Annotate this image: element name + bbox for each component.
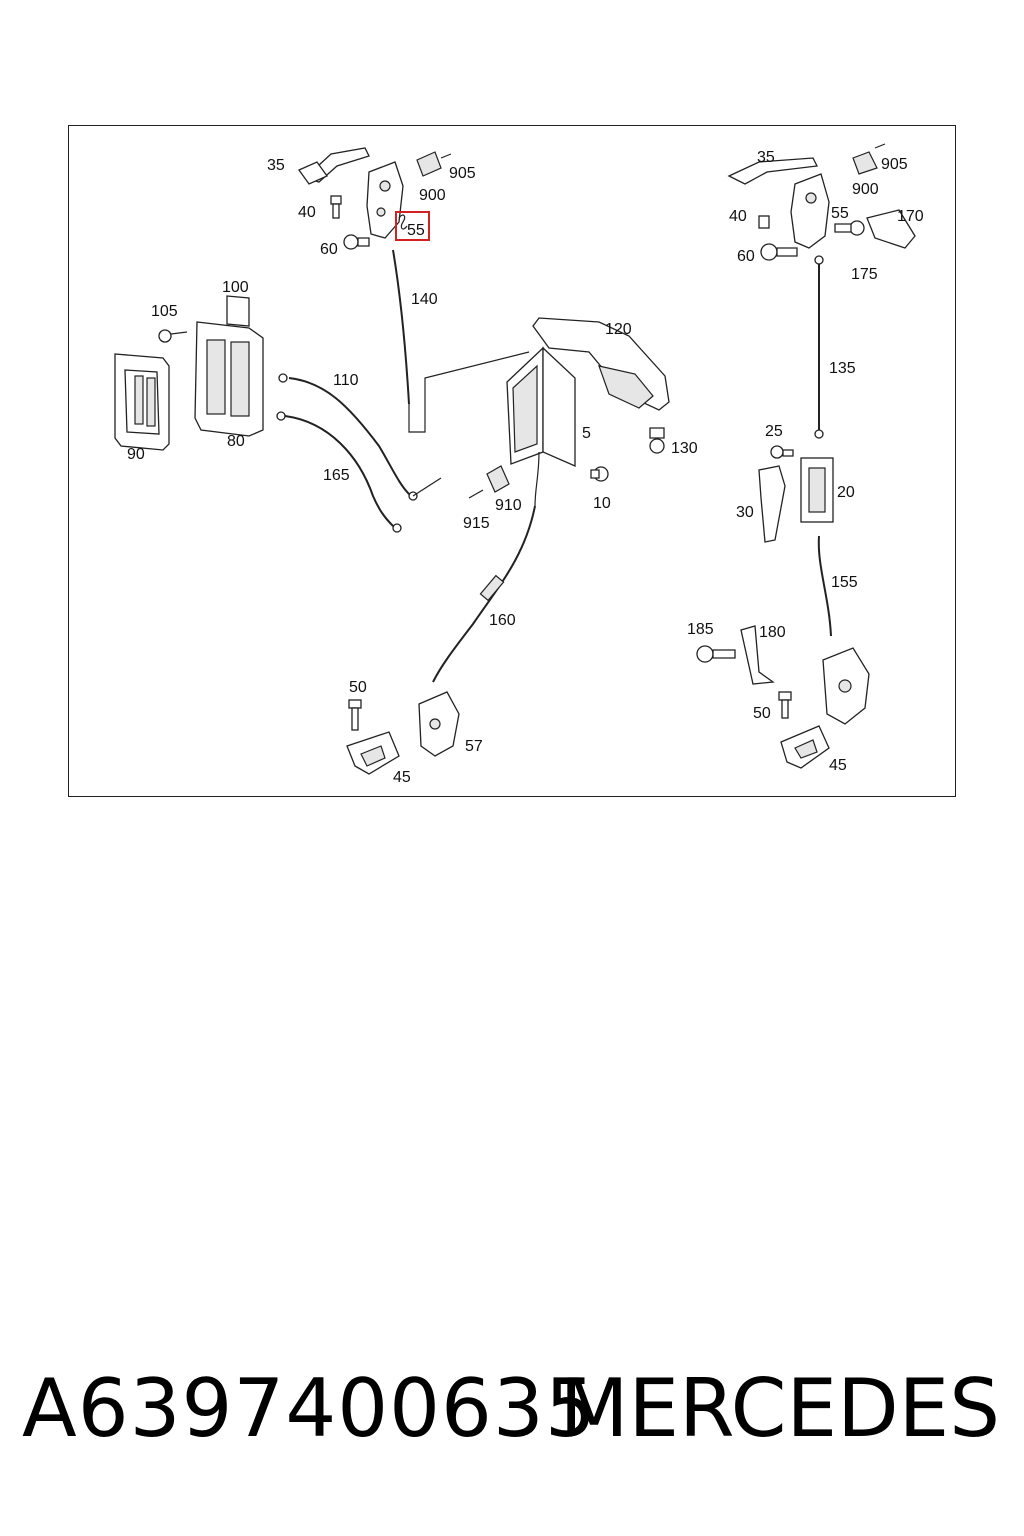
- callout-170: 170: [897, 208, 924, 225]
- callout-40-right: 40: [729, 208, 747, 225]
- part-900-left-latch: [366, 161, 404, 239]
- callout-40-left: 40: [298, 204, 316, 221]
- callout-915: 915: [463, 515, 490, 532]
- callout-900-left: 900: [419, 187, 446, 204]
- callout-155: 155: [831, 574, 858, 591]
- callout-5: 5: [582, 425, 591, 442]
- part-185-screw: [696, 645, 736, 663]
- cable-155: [817, 535, 832, 637]
- cable-140: [392, 249, 410, 405]
- callout-100: 100: [222, 279, 249, 296]
- part-25-screw: [770, 445, 794, 459]
- part-905-left-clip: [416, 151, 452, 177]
- part-35-right-bracket: [727, 157, 818, 185]
- part-105-screw: [158, 329, 188, 343]
- callout-35-right: 35: [757, 149, 775, 166]
- part-55-highlight[interactable]: 55: [395, 211, 430, 241]
- callout-30: 30: [736, 504, 754, 521]
- part-900-right-latch: [790, 173, 830, 249]
- callout-185: 185: [687, 621, 714, 638]
- part-45-left-striker: [346, 731, 400, 775]
- part-right-lower-latch: [822, 647, 870, 725]
- callout-60-right: 60: [737, 248, 755, 265]
- cable-110: [288, 377, 410, 495]
- callout-910: 910: [495, 497, 522, 514]
- callout-160: 160: [489, 612, 516, 629]
- callout-20: 20: [837, 484, 855, 501]
- part-30-lever: [758, 465, 786, 543]
- part-80-handle-frame: [194, 295, 264, 437]
- callout-180: 180: [759, 624, 786, 641]
- cable-165: [284, 415, 394, 527]
- part-910-clip: [486, 465, 510, 493]
- footer: A6397400635 MERCEDES: [0, 1362, 1024, 1482]
- part-55-label: 55: [407, 222, 425, 239]
- part-915-clip: [468, 489, 484, 499]
- part-60-right-screw: [760, 243, 798, 261]
- parts-diagram-frame: 55: [68, 125, 956, 797]
- callout-165: 165: [323, 467, 350, 484]
- callout-905-right: 905: [881, 156, 908, 173]
- lock-body-lead: [534, 451, 540, 507]
- callout-140: 140: [411, 291, 438, 308]
- cable-160: [432, 505, 536, 683]
- part-50-left-bolt: [348, 699, 362, 731]
- brand-name: MERCEDES: [559, 1362, 1000, 1455]
- part-45-right-striker: [780, 725, 830, 769]
- callout-80: 80: [227, 433, 245, 450]
- callout-60-left: 60: [320, 241, 338, 258]
- callout-50-right: 50: [753, 705, 771, 722]
- callout-135: 135: [829, 360, 856, 377]
- callout-905-left: 905: [449, 165, 476, 182]
- part-57-lower-latch: [418, 691, 460, 757]
- callout-25: 25: [765, 423, 783, 440]
- callout-120: 120: [605, 321, 632, 338]
- part-130-screw: [649, 427, 665, 454]
- part-60-left-screw: [343, 234, 370, 250]
- part-180-bracket: [740, 625, 775, 685]
- part-170-bracket: [866, 209, 916, 249]
- cable-110-lead: [412, 477, 442, 497]
- part-50-right-bolt: [778, 691, 792, 719]
- part-175-screw: [834, 220, 865, 236]
- part-905-right-clip: [852, 143, 886, 175]
- callout-900-right: 900: [852, 181, 879, 198]
- part-40-left-bolt: [330, 195, 342, 219]
- callout-10: 10: [593, 495, 611, 512]
- callout-57: 57: [465, 738, 483, 755]
- parts-diagram: 55: [114, 143, 924, 786]
- part-35-left-bracket: [298, 147, 370, 185]
- part-90-outer-bezel: [114, 353, 170, 451]
- part-120-outside-handle: [532, 317, 670, 411]
- callout-55-right: 55: [831, 205, 849, 222]
- part-10-screw: [590, 466, 609, 482]
- cable-140-lead: [408, 351, 530, 433]
- part-5-lock-body: [506, 346, 576, 507]
- callout-175: 175: [851, 266, 878, 283]
- callout-105: 105: [151, 303, 178, 320]
- part-number: A6397400635: [22, 1362, 597, 1455]
- callout-45-left: 45: [393, 769, 411, 786]
- part-20-mechanism: [800, 457, 834, 523]
- callout-50-left: 50: [349, 679, 367, 696]
- callout-110: 110: [333, 372, 359, 389]
- callout-45-right: 45: [829, 757, 847, 774]
- callout-90: 90: [127, 446, 145, 463]
- part-40-right-bolt: [758, 215, 770, 229]
- callout-35-left: 35: [267, 157, 285, 174]
- callout-130: 130: [671, 440, 698, 457]
